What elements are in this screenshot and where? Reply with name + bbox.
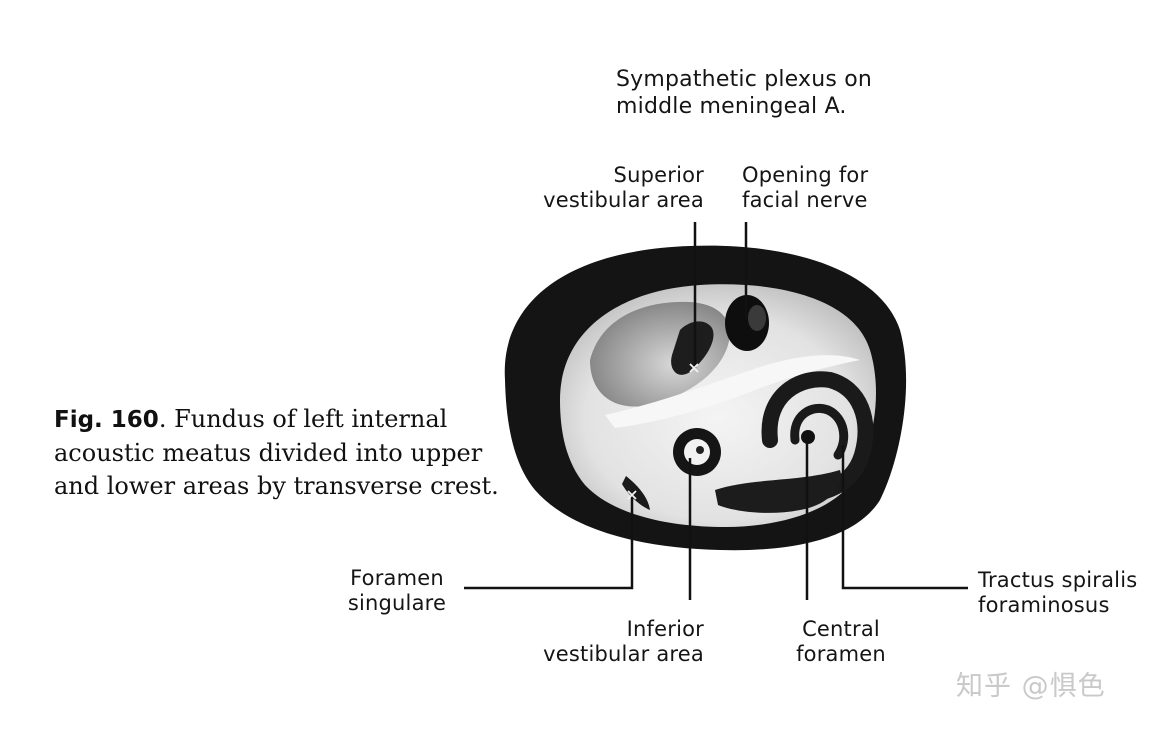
label-central-line2: foramen (796, 642, 886, 666)
label-tractus-spiralis-foraminosus: Tractus spiralis foraminosus (978, 568, 1137, 618)
zhihu-watermark: 知乎 @惧色 (956, 671, 1106, 702)
label-foramen-line2: singulare (347, 591, 447, 615)
label-central-foramen: Central foramen (788, 617, 894, 667)
label-tractus-line1: Tractus spiralis (978, 568, 1138, 592)
label-sympathetic-plexus: Sympathetic plexus on middle meningeal A… (616, 66, 872, 120)
caption-line1: Fig. 160. Fundus of left internal (54, 403, 499, 437)
leader-lines (464, 222, 968, 600)
leader-foramen-singulare (464, 495, 634, 590)
label-facial-nerve-opening: Opening for facial nerve (742, 163, 868, 213)
label-central-line1: Central (802, 617, 880, 641)
label-sympathetic-line1: Sympathetic plexus on (616, 67, 873, 92)
label-foramen-singulare: Foramen singulare (340, 566, 454, 616)
label-inferior-line2: vestibular area (543, 642, 704, 666)
label-foramen-line1: Foramen (350, 566, 444, 590)
caption-line2: acoustic meatus divided into upper (54, 439, 483, 467)
leader-tractus-spiralis (841, 445, 968, 590)
label-facial-line2: facial nerve (742, 188, 868, 212)
label-inferior-vestibular-area: Inferior vestibular area (540, 617, 704, 667)
label-tractus-line2: foraminosus (978, 593, 1110, 617)
leader-markers (627, 363, 699, 500)
lower-tractus-band (715, 470, 841, 513)
label-superior-vestibular-area: Superior vestibular area (540, 163, 704, 213)
label-inferior-line1: Inferior (626, 617, 704, 641)
caption-line1-text: . Fundus of left internal (158, 405, 448, 433)
foramen-singulare-mark (622, 476, 650, 510)
figure-number: Fig. 160 (54, 407, 159, 433)
caption-line3: and lower areas by transverse crest. (54, 472, 499, 500)
label-facial-line1: Opening for (742, 163, 869, 187)
inferior-vestibular-ring (673, 428, 721, 476)
label-superior-line1: Superior (613, 163, 704, 187)
facial-nerve-opening (725, 295, 769, 351)
label-sympathetic-line2: middle meningeal A. (616, 94, 847, 119)
transverse-crest (605, 355, 860, 428)
figure-caption: Fig. 160. Fundus of left internal acoust… (54, 403, 499, 503)
label-superior-line2: vestibular area (543, 188, 704, 212)
